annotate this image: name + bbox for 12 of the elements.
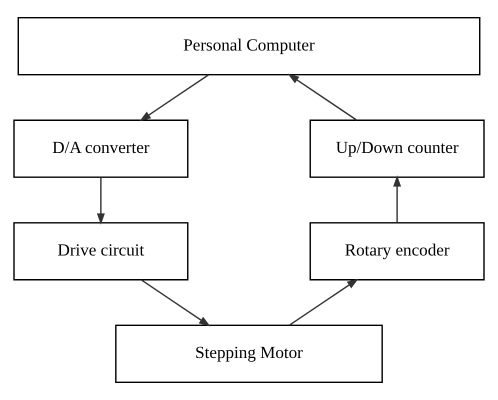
node-box: Stepping Motor	[115, 324, 383, 384]
node-box: Drive circuit	[13, 222, 188, 280]
arrow	[288, 74, 358, 121]
arrow	[140, 279, 210, 326]
node-box: Up/Down counter	[310, 120, 485, 178]
arrow	[96, 177, 105, 225]
arrow	[393, 175, 402, 223]
node-box: Personal Computer	[18, 16, 480, 76]
node-box: D/A converter	[13, 120, 188, 178]
arrow	[289, 278, 358, 326]
arrow	[140, 74, 209, 122]
node-box: Rotary encoder	[310, 222, 485, 280]
